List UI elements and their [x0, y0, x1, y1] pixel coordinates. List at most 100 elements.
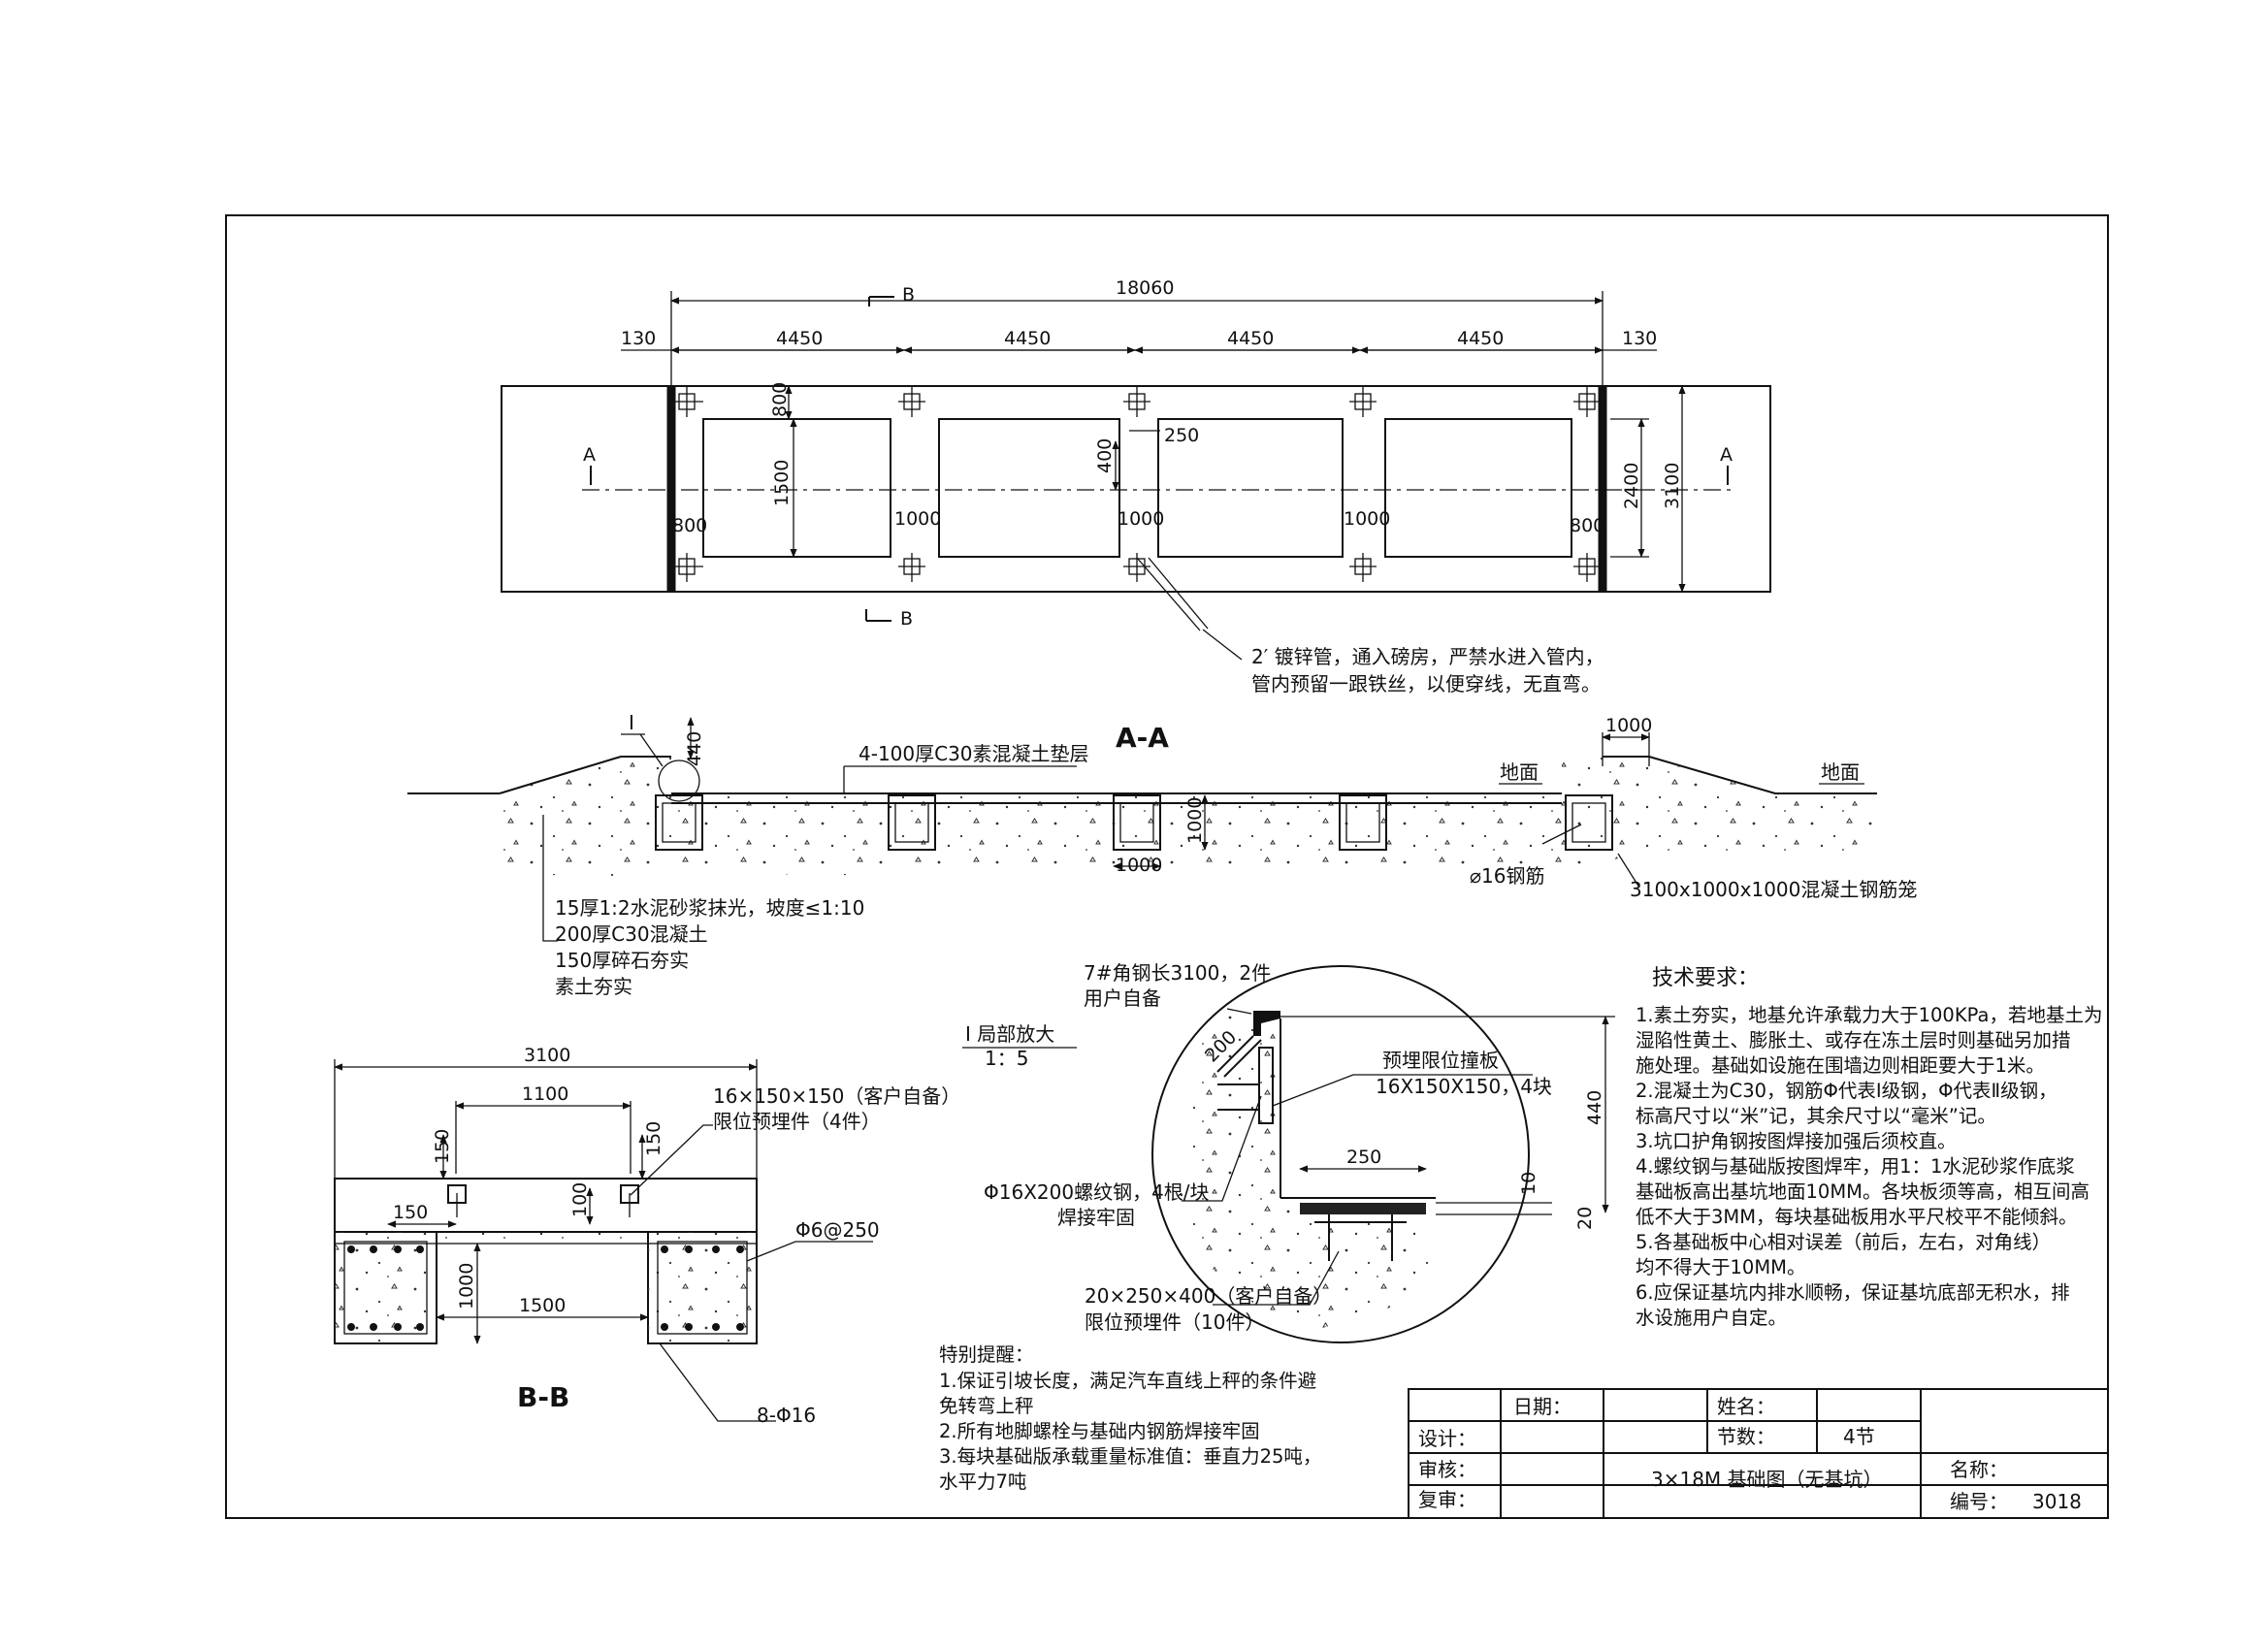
tb-recheck-label: 复审： — [1418, 1488, 1476, 1511]
aa-dim-1000-h: 1000 — [1116, 855, 1162, 876]
plan-dim-1500: 1500 — [771, 460, 793, 506]
section-mark-a-right: A — [1720, 444, 1733, 466]
ground-label-1: 地面 — [1500, 760, 1539, 784]
tech-line-6: 3.坑口护角钢按图焊接加强后须校直。 — [1636, 1130, 1957, 1152]
special-line-4: 3.每块基础版承载重量标准值：垂直力25吨， — [939, 1445, 1321, 1468]
layer-4: 素土夯实 — [555, 975, 632, 998]
tech-line-8: 基础板高出基坑地面10MM。各块板须等高，相互间高 — [1636, 1180, 2090, 1203]
detail-i-scale: 1：5 — [985, 1047, 1028, 1070]
rebar-note-1: Φ16X200螺纹钢，4根/块 — [984, 1180, 1210, 1204]
plan-gap-5: 800 — [1570, 515, 1604, 536]
section-mark-b-bottom: B — [900, 608, 913, 630]
plan-span-4: 4450 — [1457, 328, 1504, 349]
tb-sections-value: 4节 — [1843, 1425, 1875, 1448]
cushion-label: 4-100厚C30素混凝土垫层 — [859, 742, 1089, 765]
plan-width-outer: 3100 — [1662, 463, 1683, 509]
tech-line-7: 4.螺纹钢与基础版按图焊牢，用1：1水泥砂浆作底浆 — [1636, 1155, 2075, 1178]
section-aa: A-A I 440 4-100厚C3 — [407, 711, 1917, 998]
plan-span-3: 4450 — [1227, 328, 1274, 349]
embed-note-1: 20×250×400（客户自备） — [1085, 1284, 1332, 1308]
bb-embed-2: 限位预埋件（4件） — [713, 1110, 881, 1133]
pipe-note-line-2: 管内预留一跟铁丝，以便穿线，无直弯。 — [1251, 672, 1601, 695]
layer-3: 150厚碎石夯实 — [555, 949, 689, 972]
plan-dim-400: 400 — [1094, 438, 1116, 473]
special-line-5: 水平力7吨 — [939, 1471, 1026, 1493]
bb-dim-1100: 1100 — [522, 1083, 568, 1105]
tech-line-1: 1.素土夯实，地基允许承载力大于100KPa，若地基土为 — [1636, 1004, 2102, 1026]
tech-line-10: 5.各基础板中心相对误差（前后，左右，对角线） — [1636, 1231, 2051, 1253]
plan-gap-4: 1000 — [1344, 508, 1390, 530]
ground-label-2: 地面 — [1821, 760, 1860, 784]
detail-callout-i: I — [629, 711, 634, 734]
section-aa-title: A-A — [1116, 722, 1169, 754]
tb-title-label: 名称： — [1950, 1458, 2008, 1481]
stop-plate-1: 预埋限位撞板 — [1382, 1049, 1499, 1072]
bb-dim-100: 100 — [569, 1182, 591, 1217]
section-bb: B-B 3100 1100 150 150 — [334, 1045, 960, 1427]
angle-steel-1: 7#角钢长3100，2件 — [1084, 961, 1271, 985]
bb-embed-1: 16×150×150（客户自备） — [713, 1084, 960, 1108]
rebar-label: ⌀16钢筋 — [1470, 864, 1545, 888]
cage-label: 3100x1000x1000混凝土钢筋笼 — [1630, 878, 1917, 901]
tb-date-label: 日期： — [1513, 1395, 1571, 1418]
plan-dim-250: 250 — [1164, 425, 1199, 446]
rebar-note-2: 焊接牢固 — [1057, 1206, 1135, 1229]
stop-plate-2: 16X150X150，4块 — [1376, 1075, 1552, 1098]
bb-dim-1500: 1500 — [519, 1295, 566, 1316]
tech-line-12: 6.应保证基坑内排水顺畅，保证基坑底部无积水，排 — [1636, 1281, 2070, 1304]
bb-dim-150-c: 150 — [393, 1202, 428, 1223]
tb-name-label: 姓名： — [1717, 1395, 1775, 1418]
detail-i: I 局部放大 1：5 250 440 10 20 200 7#角钢长310 — [962, 961, 1615, 1343]
special-line-3: 2.所有地脚螺栓与基础内钢筋焊接牢固 — [939, 1420, 1260, 1442]
bb-main-rebar: 8-Φ16 — [757, 1404, 816, 1427]
detail-dim-20: 20 — [1574, 1207, 1596, 1230]
plan-width-inner: 2400 — [1621, 463, 1642, 509]
tech-line-13: 水设施用户自定。 — [1636, 1307, 1787, 1329]
tb-design-label: 设计： — [1418, 1427, 1476, 1450]
section-mark-b-top: B — [902, 284, 915, 306]
tech-title: 技术要求： — [1652, 966, 1759, 990]
bb-dim-150-b: 150 — [643, 1121, 664, 1156]
bb-stirrup: Φ6@250 — [795, 1218, 880, 1242]
pipe-note-line-1: 2′ 镀锌管，通入磅房，严禁水进入管内， — [1251, 645, 1604, 668]
plan-edge-right: 130 — [1622, 328, 1657, 349]
special-reminder: 特别提醒： 1.保证引坡长度，满足汽车直线上秤的条件避 免转弯上秤 2.所有地脚… — [939, 1343, 1321, 1493]
tech-line-5: 标高尺寸以“米”记，其余尺寸以“毫米”记。 — [1636, 1105, 1996, 1127]
tech-line-3: 施处理。基础如设施在围墙边则相距要大于1米。 — [1636, 1054, 2045, 1077]
tech-line-2: 湿陷性黄土、膨胀土、或存在冻土层时则基础另加措 — [1636, 1029, 2071, 1051]
plan-gap-2: 1000 — [894, 508, 941, 530]
detail-dim-440: 440 — [1584, 1090, 1605, 1125]
tech-line-9: 低不大于3MM，每块基础板用水平尺校平不能倾斜。 — [1636, 1206, 2078, 1228]
tb-number-value: 3018 — [2032, 1490, 2082, 1513]
plan-view: 18060 130 4450 4450 4450 4450 130 — [501, 277, 1771, 695]
bb-dim-150-a: 150 — [432, 1129, 453, 1164]
plan-span-2: 4450 — [1004, 328, 1051, 349]
tech-line-11: 均不得大于10MM。 — [1636, 1256, 1805, 1278]
layer-2: 200厚C30混凝土 — [555, 922, 708, 946]
plan-span-1: 4450 — [776, 328, 823, 349]
section-bb-title: B-B — [517, 1381, 569, 1413]
plan-total-length: 18060 — [1116, 277, 1174, 299]
layer-1: 15厚1:2水泥砂浆抹光，坡度≤1:10 — [555, 896, 864, 920]
detail-i-title: I 局部放大 — [965, 1022, 1054, 1046]
aa-dim-440: 440 — [684, 731, 705, 766]
tb-number-label: 编号： — [1950, 1490, 2008, 1513]
plan-gap-3: 1000 — [1118, 508, 1164, 530]
plan-dim-800-top: 800 — [769, 382, 791, 417]
detail-dim-10: 10 — [1518, 1172, 1539, 1195]
tb-drawing-title: 3×18M 基础图（无基坑） — [1651, 1468, 1883, 1491]
aa-dim-1000-v: 1000 — [1184, 797, 1206, 844]
tb-sections-label: 节数： — [1717, 1425, 1775, 1448]
section-mark-a-left: A — [583, 444, 596, 466]
angle-steel-2: 用户自备 — [1084, 986, 1161, 1010]
tech-line-4: 2.混凝土为C30，钢筋Φ代表Ⅰ级钢，Φ代表Ⅱ级钢， — [1636, 1080, 2057, 1102]
special-title: 特别提醒： — [939, 1343, 1034, 1366]
tech-requirements: 技术要求： 1.素土夯实，地基允许承载力大于100KPa，若地基土为 湿陷性黄土… — [1636, 966, 2102, 1329]
title-block: 日期： 姓名： 设计： 节数： 4节 审核： 复审： 3×18M 基础图（无基坑… — [1408, 1388, 2109, 1519]
plan-edge-left: 130 — [621, 328, 656, 349]
embed-note-2: 限位预埋件（10件） — [1085, 1310, 1264, 1334]
tb-review-label: 审核： — [1418, 1458, 1476, 1481]
bb-dim-1000: 1000 — [456, 1263, 477, 1310]
aa-dim-1000-top: 1000 — [1605, 715, 1652, 736]
